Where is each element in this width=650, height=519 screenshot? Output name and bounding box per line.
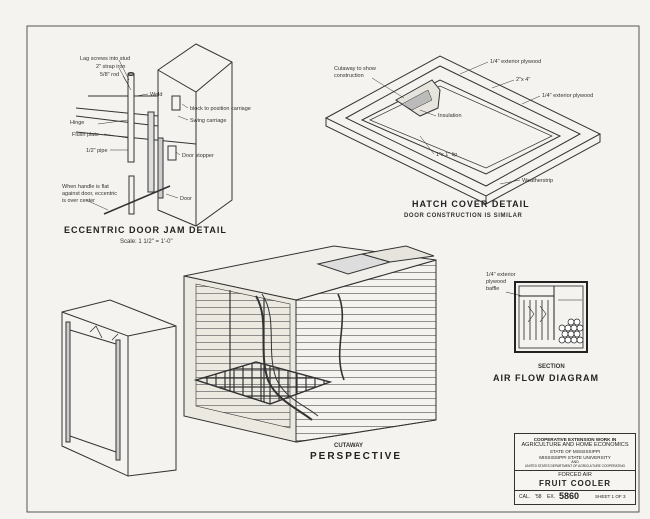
tb-line6: UNITED STATES DEPARTMENT OF AGRICULTURE …	[525, 464, 625, 468]
tb-line2: AGRICULTURE AND HOME ECONOMICS	[521, 442, 629, 448]
air-flow-drawing	[505, 281, 588, 353]
perspective-title: PERSPECTIVE	[310, 451, 403, 462]
airflow-title: AIR FLOW DIAGRAM	[493, 373, 599, 383]
hatch-subtitle: DOOR CONSTRUCTION IS SIMILAR	[404, 213, 523, 219]
tb-main-title: FRUIT COOLER	[539, 479, 611, 488]
tb-sub-title: FORCED AIR	[558, 472, 592, 478]
cutaway-perspective-drawing	[183, 245, 437, 443]
label-rod: 5/8" rod	[100, 72, 120, 78]
hatch-cover-drawing	[324, 55, 602, 205]
hatch-title: HATCH COVER DETAIL	[412, 199, 530, 209]
tb-cal: CAL.	[519, 494, 531, 500]
label-plywood-top: 1/4" exterior plywood	[490, 59, 542, 65]
label-lag-screws: Lag screws into stud	[80, 56, 131, 62]
perspective-caption: CUTAWAY	[334, 443, 364, 449]
label-carriage: Swing carriage	[190, 118, 227, 124]
label-stop-block: block to position carriage	[190, 106, 251, 112]
label-hinge: Hinge	[70, 120, 85, 126]
label-weld: Weld	[150, 92, 163, 98]
tb-ex-number: 5860	[559, 491, 580, 501]
title-block: COOPERATIVE EXTENSION WORK IN AGRICULTUR…	[514, 433, 636, 505]
label-weatherstrip: Weatherstrip	[522, 178, 554, 184]
tb-line3: STATE OF MISSISSIPPI	[549, 449, 601, 454]
label-handle-note-3: is over center	[62, 198, 96, 204]
door-jam-title: ECCENTRIC DOOR JAM DETAIL	[64, 225, 227, 235]
door-jam-scale: Scale: 1 1/2" = 1'-0"	[120, 239, 173, 245]
label-cutaway-note-1: Cutaway to show	[334, 66, 376, 72]
label-cutaway-note-2: construction	[334, 73, 364, 79]
tb-sheet: SHEET 1 OF 3	[595, 494, 626, 499]
label-plywood-side: 1/4" exterior plywood	[542, 93, 594, 99]
label-pipe: 1/2" pipe	[86, 148, 108, 154]
label-door: Door	[180, 196, 192, 202]
tb-year: '58	[535, 494, 542, 500]
tb-ex-label: EX.	[547, 494, 556, 500]
label-handle-note-1: When handle is flat	[62, 184, 109, 190]
label-strap-iron: 2" strap iron	[96, 64, 126, 70]
door-panel-drawing	[61, 299, 177, 477]
label-frame: 2"x 4"	[516, 77, 531, 83]
label-baffle-2: plywood	[486, 279, 507, 285]
tb-line5: AND	[571, 460, 579, 464]
tb-divider-1	[515, 470, 635, 471]
label-baffle-1: 1/4" exterior	[486, 272, 516, 278]
airflow-section-label: SECTION	[538, 364, 565, 370]
tb-line4: MISSISSIPPI STATE UNIVERSITY	[539, 455, 611, 460]
sheet-border	[26, 25, 640, 513]
label-door-stopper: Door stopper	[182, 153, 214, 159]
label-insulation: Insulation	[438, 113, 462, 119]
label-flush-plate: Flush plate	[72, 132, 99, 138]
label-handle-note-2: against door, eccentric	[62, 191, 118, 197]
label-lip: 1"x 1" lip	[436, 152, 458, 158]
tb-line1: COOPERATIVE EXTENSION WORK IN	[533, 437, 617, 442]
tb-divider-2	[515, 490, 635, 491]
door-jam-drawing	[75, 43, 233, 227]
label-baffle-3: baffle	[486, 286, 500, 292]
